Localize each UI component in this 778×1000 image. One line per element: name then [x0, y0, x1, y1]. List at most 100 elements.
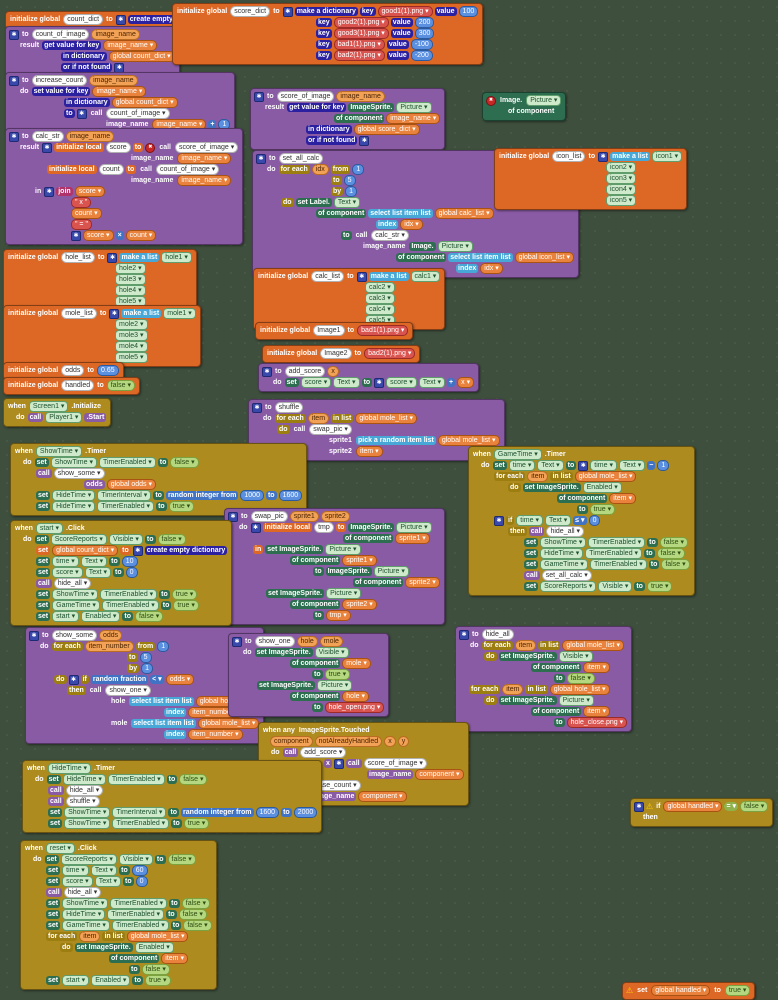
getter-chip[interactable]: global count_dict ▾	[111, 97, 178, 108]
getter-chip[interactable]: item ▾	[161, 953, 188, 964]
name-field[interactable]: swap_pic	[250, 511, 288, 522]
getter-chip[interactable]: x ▾	[457, 377, 475, 388]
name-field[interactable]: shuffle ▾	[65, 796, 100, 807]
name-field[interactable]: set_all_calc ▾	[541, 570, 592, 581]
component-chip[interactable]: ShowTime ▾	[62, 898, 109, 909]
getter-chip[interactable]: score ▾	[83, 230, 114, 241]
component-chip[interactable]: Text ▾	[90, 865, 118, 876]
component-chip[interactable]: HideTime ▾	[540, 548, 584, 559]
component-chip[interactable]: TimerEnabled ▾	[588, 537, 646, 548]
component-chip[interactable]: Text ▾	[94, 876, 121, 887]
component-chip[interactable]: ScoreReports ▾	[540, 581, 597, 592]
boolean-chip[interactable]: false ▾	[659, 537, 689, 548]
component-chip[interactable]: GameTime ▾	[493, 449, 542, 460]
getter-chip[interactable]: global odds ▾	[106, 479, 156, 490]
mutator-icon[interactable]: ✱	[252, 402, 262, 413]
name-field[interactable]: mole_list	[61, 308, 97, 319]
name-field[interactable]: count_of_image	[31, 29, 90, 40]
component-chip[interactable]: time ▾	[62, 865, 89, 876]
component-chip[interactable]: Visible ▾	[108, 534, 143, 545]
component-chip[interactable]: Enabled ▾	[582, 482, 622, 493]
getter-chip[interactable]: global mole_list ▾	[126, 931, 189, 942]
component-chip[interactable]: ScoreReports ▾	[60, 854, 117, 865]
component-chip[interactable]: Picture ▾	[325, 544, 361, 555]
mutator-icon[interactable]: ✱	[256, 153, 266, 164]
mutator-icon[interactable]: ✱	[9, 131, 19, 142]
boolean-chip[interactable]: false ▾	[178, 909, 207, 920]
boolean-chip[interactable]: true ▾	[724, 985, 751, 996]
component-chip[interactable]: calc3 ▾	[365, 293, 395, 304]
mutator-icon[interactable]: ✱	[9, 75, 19, 86]
name-field[interactable]: Image1	[313, 325, 345, 336]
component-chip[interactable]: time ▾	[516, 515, 543, 526]
getter-chip[interactable]: global count_dict ▾	[52, 545, 119, 556]
component-chip[interactable]: icon4 ▾	[606, 184, 637, 195]
boolean-chip[interactable]: true ▾	[589, 504, 616, 515]
mutator-icon[interactable]: ✱	[42, 142, 53, 153]
mutator-icon[interactable]: ✱	[232, 636, 242, 647]
component-chip[interactable]: Visible ▾	[558, 651, 593, 662]
component-chip[interactable]: time ▾	[52, 556, 79, 567]
component-chip[interactable]: start ▾	[52, 611, 80, 622]
name-field[interactable]: calc_str ▾	[371, 230, 409, 241]
boolean-chip[interactable]: false ▾	[179, 774, 208, 785]
component-chip[interactable]: icon5 ▾	[606, 195, 637, 206]
name-field[interactable]: set_all_calc	[278, 153, 324, 164]
getter-chip[interactable]: global score_dict ▾	[353, 124, 420, 135]
getter-chip[interactable]: item ▾	[583, 706, 610, 717]
component-chip[interactable]: mole4 ▾	[115, 341, 148, 352]
component-chip[interactable]: Text ▾	[418, 377, 446, 388]
mutator-icon[interactable]: ✱	[359, 135, 370, 146]
getter-chip[interactable]: hole ▾	[342, 691, 369, 702]
getter-chip[interactable]: global icon_list ▾	[514, 252, 574, 263]
number-chip[interactable]: 0.65	[96, 365, 119, 376]
component-chip[interactable]: hole1 ▾	[161, 252, 192, 263]
text-chip[interactable]: " = "	[71, 219, 92, 230]
text-chip[interactable]: bad1(1).png ▾	[357, 325, 409, 336]
component-chip[interactable]: Text ▾	[84, 567, 111, 578]
number-chip[interactable]: 1600	[255, 807, 280, 818]
boolean-chip[interactable]: false ▾	[157, 534, 186, 545]
name-field[interactable]: calc_list	[311, 271, 345, 282]
getter-chip[interactable]: global handled ▾	[651, 985, 711, 996]
component-chip[interactable]: Visible ▾	[314, 647, 349, 658]
getter-chip[interactable]: global mole_list ▾	[562, 640, 625, 651]
number-chip[interactable]: 300	[414, 28, 435, 39]
boolean-chip[interactable]: false ▾	[183, 920, 212, 931]
getter-chip[interactable]: sprite1 ▾	[395, 533, 430, 544]
component-chip[interactable]: TimerEnabled ▾	[97, 501, 155, 512]
name-field[interactable]: score_of_image	[276, 91, 335, 102]
name-field[interactable]: show_one ▾	[105, 685, 151, 696]
number-chip[interactable]: 1600	[278, 490, 303, 501]
mutator-icon[interactable]: ✱	[333, 758, 344, 769]
number-chip[interactable]: 0	[588, 515, 601, 526]
getter-chip[interactable]: image_name ▾	[177, 175, 232, 186]
math-label[interactable]: < ▾	[150, 675, 164, 684]
boolean-chip[interactable]: false ▾	[181, 898, 211, 909]
component-chip[interactable]: ShowTime ▾	[52, 589, 99, 600]
component-chip[interactable]: Visible ▾	[118, 854, 153, 865]
component-chip[interactable]: reset ▾	[45, 843, 75, 854]
getter-chip[interactable]: global mole_list ▾	[437, 435, 500, 446]
component-chip[interactable]: TimerEnabled ▾	[112, 818, 170, 829]
component-chip[interactable]: TimerEnabled ▾	[585, 548, 643, 559]
component-chip[interactable]: TimerEnabled ▾	[98, 457, 156, 468]
component-chip[interactable]: TimerEnabled ▾	[107, 909, 165, 920]
getter-chip[interactable]: sprite2 ▾	[342, 599, 377, 610]
boolean-chip[interactable]: false ▾	[566, 673, 595, 684]
component-chip[interactable]: Text ▾	[544, 515, 572, 526]
getter-chip[interactable]: image_name ▾	[103, 40, 158, 51]
component-chip[interactable]: score ▾	[62, 876, 93, 887]
component-chip[interactable]: Enabled ▾	[134, 942, 174, 953]
boolean-chip[interactable]: true ▾	[324, 669, 351, 680]
component-chip[interactable]: TimerEnabled ▾	[101, 600, 159, 611]
name-field[interactable]: hide_all ▾	[546, 526, 585, 537]
name-field[interactable]: tmp	[314, 522, 334, 533]
